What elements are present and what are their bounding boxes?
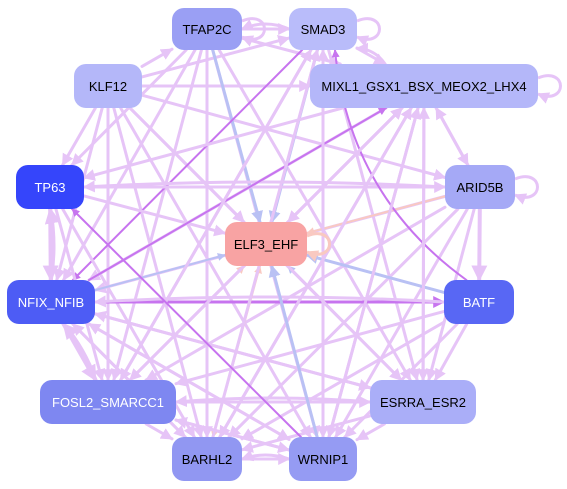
node-barhl2[interactable]: BARHL2 bbox=[172, 437, 242, 481]
edge bbox=[355, 42, 387, 66]
edge bbox=[268, 264, 319, 439]
edge bbox=[218, 106, 413, 439]
self-loop-edge bbox=[513, 175, 539, 205]
node-wrnip1[interactable]: WRNIP1 bbox=[289, 437, 357, 481]
edge bbox=[82, 194, 227, 237]
node-nfix-nfib[interactable]: NFIX_NFIB bbox=[7, 280, 95, 324]
edge bbox=[240, 449, 291, 462]
node-label: BATF bbox=[462, 294, 496, 310]
node-label: SMAD3 bbox=[300, 21, 346, 37]
node-label: WRNIP1 bbox=[297, 451, 349, 467]
node-esrra-esr2[interactable]: ESRRA_ESR2 bbox=[370, 380, 476, 424]
edge bbox=[471, 207, 488, 282]
edge bbox=[355, 422, 386, 442]
edge bbox=[217, 48, 412, 382]
node-batf[interactable]: BATF bbox=[444, 280, 514, 324]
node-label: BARHL2 bbox=[181, 451, 233, 467]
edge bbox=[286, 106, 404, 224]
node-tfap2c[interactable]: TFAP2C bbox=[172, 8, 242, 50]
edge bbox=[71, 208, 302, 438]
edge bbox=[286, 264, 403, 382]
node-label: NFIX_NFIB bbox=[17, 294, 85, 310]
node-klf12[interactable]: KLF12 bbox=[74, 64, 142, 108]
node-smad3[interactable]: SMAD3 bbox=[289, 8, 357, 50]
edge bbox=[174, 416, 291, 452]
edge bbox=[144, 422, 174, 441]
edge bbox=[140, 47, 174, 68]
edge bbox=[94, 253, 226, 292]
edge bbox=[44, 207, 61, 282]
self-loop-edge bbox=[305, 232, 331, 262]
edge bbox=[119, 106, 312, 439]
node-label: TFAP2C bbox=[182, 21, 232, 37]
self-loop-edge bbox=[240, 17, 266, 47]
node-fosl2-smarcc1[interactable]: FOSL2_SMARCC1 bbox=[40, 380, 176, 424]
node-label: ELF3_EHF bbox=[233, 236, 299, 252]
edge bbox=[87, 322, 291, 441]
edge bbox=[61, 322, 98, 382]
node-label: ARID5B bbox=[456, 179, 504, 195]
node-label: FOSL2_SMARCC1 bbox=[52, 394, 164, 410]
node-mixl1-gsx1-bsx-meox2-lhx4[interactable]: MIXL1_GSX1_BSX_MEOX2_LHX4 bbox=[310, 64, 538, 108]
edge bbox=[71, 49, 304, 281]
edge bbox=[174, 395, 372, 408]
node-label: ESRRA_ESR2 bbox=[380, 394, 466, 410]
edge bbox=[87, 107, 388, 281]
node-label: KLF12 bbox=[88, 78, 128, 94]
node-tp63[interactable]: TP63 bbox=[16, 165, 84, 209]
node-arid5b[interactable]: ARID5B bbox=[445, 165, 515, 209]
self-loop-edge bbox=[355, 17, 381, 47]
edge bbox=[434, 106, 470, 167]
self-loop-edge bbox=[536, 74, 562, 104]
edge bbox=[305, 252, 446, 294]
edge bbox=[174, 309, 446, 387]
edge bbox=[306, 195, 446, 236]
edge bbox=[144, 205, 447, 382]
node-elf3-ehf[interactable]: ELF3_EHF bbox=[225, 222, 307, 266]
edge bbox=[327, 106, 422, 439]
node-label: MIXL1_GSX1_BSX_MEOX2_LHX4 bbox=[321, 78, 527, 94]
edge bbox=[433, 322, 469, 382]
node-label: TP63 bbox=[34, 179, 66, 195]
edge bbox=[93, 295, 446, 308]
edge bbox=[119, 48, 313, 382]
edge bbox=[417, 106, 430, 382]
edge bbox=[240, 19, 291, 31]
edge bbox=[61, 106, 97, 167]
